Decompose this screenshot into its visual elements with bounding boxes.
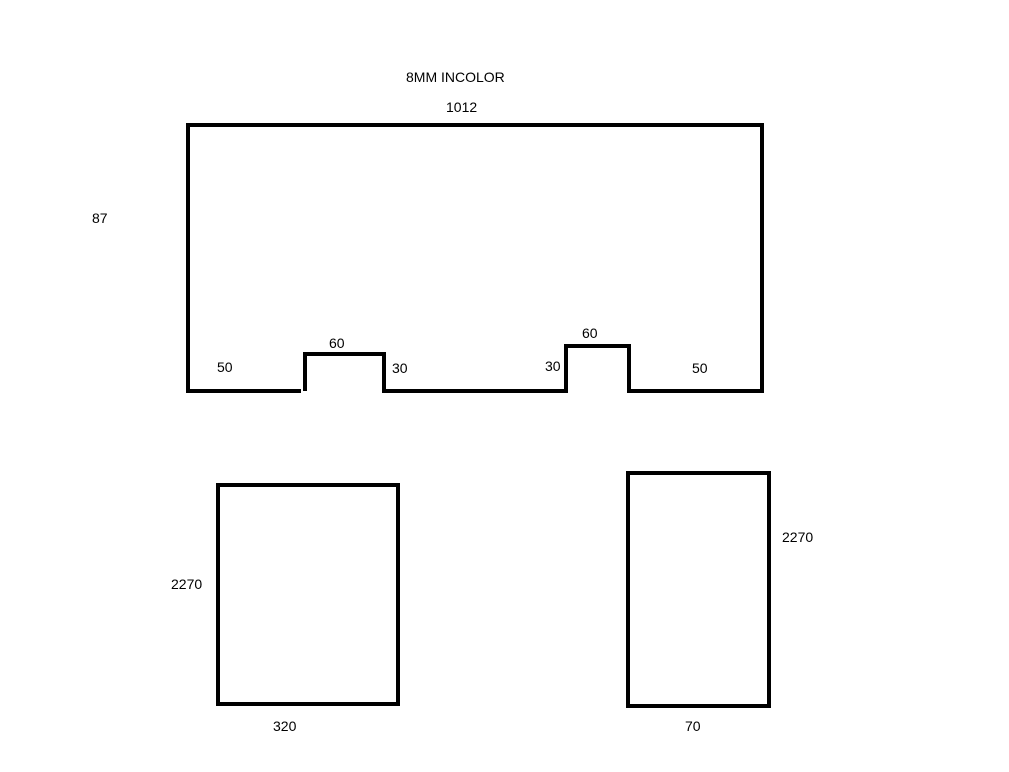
- panel-right-outline: [626, 471, 771, 708]
- top-panel-height-label: 87: [92, 210, 108, 226]
- top-panel-width-label: 1012: [446, 99, 478, 115]
- notch1-gap-label: 30: [392, 360, 408, 376]
- panel-left-outline: [216, 483, 400, 706]
- notch2-width-label: 60: [582, 325, 598, 341]
- top-panel-outline: [186, 123, 764, 393]
- drawing-title: 8MM INCOLOR: [406, 69, 505, 85]
- panel-left-height-label: 2270: [171, 576, 203, 592]
- right-segment-label: 50: [692, 360, 708, 376]
- panel-right-width-label: 70: [685, 718, 701, 734]
- panel-left-width-label: 320: [273, 718, 297, 734]
- left-segment-label: 50: [217, 359, 233, 375]
- notch2-gap-label: 30: [545, 358, 561, 374]
- panel-right-height-label: 2270: [782, 529, 814, 545]
- notch1-width-label: 60: [329, 335, 345, 351]
